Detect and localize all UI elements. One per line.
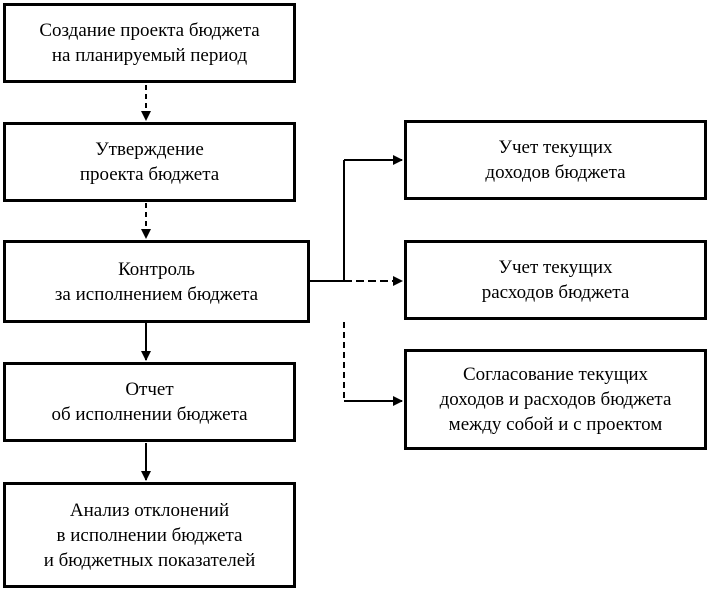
box-income-line-2: доходов бюджета: [485, 162, 626, 183]
box-control-line-1: Контроль: [118, 258, 195, 280]
box-expense-accounting: Учет текущих расходов бюджета: [404, 240, 707, 320]
box-create-line-2: на планируемый период: [51, 45, 248, 66]
box-approve-line-1: Утверждение: [95, 139, 204, 160]
box-report-line-2: об исполнении бюджета: [51, 404, 248, 425]
box-create-line-1: Создание проекта бюджета: [39, 20, 260, 41]
box-report-line-1: Отчет: [125, 379, 174, 400]
box-approve-budget-project: Утверждение проекта бюджета: [3, 122, 296, 202]
box-expense-line-2: расходов бюджета: [481, 282, 630, 303]
box-control-budget-execution: Контроль за исполнением бюджета: [3, 240, 310, 323]
box-reconcile-line-3: между собой и с проектом: [448, 414, 663, 435]
box-income-expense-reconciliation: Согласование текущих доходов и расходов …: [404, 349, 707, 450]
box-analysis-line-3: и бюджетных показателей: [43, 549, 256, 571]
box-execution-report: Отчет об исполнении бюджета: [3, 362, 296, 442]
box-create-budget-project: Создание проекта бюджета на планируемый …: [3, 3, 296, 83]
box-analysis-line-1: Анализ отклонений: [69, 499, 230, 521]
box-income-accounting: Учет текущих доходов бюджета: [404, 120, 707, 200]
box-reconcile-line-1: Согласование текущих: [462, 364, 649, 385]
box-income-line-1: Учет текущих: [498, 137, 613, 158]
box-control-line-2: за исполнением бюджета: [54, 283, 259, 305]
box-reconcile-line-2: доходов и расходов бюджета: [439, 389, 672, 410]
box-expense-line-1: Учет текущих: [498, 257, 613, 278]
box-deviation-analysis: Анализ отклонений в исполнении бюджета и…: [3, 482, 296, 588]
box-analysis-line-2: в исполнении бюджета: [56, 524, 243, 546]
box-approve-line-2: проекта бюджета: [79, 164, 220, 185]
